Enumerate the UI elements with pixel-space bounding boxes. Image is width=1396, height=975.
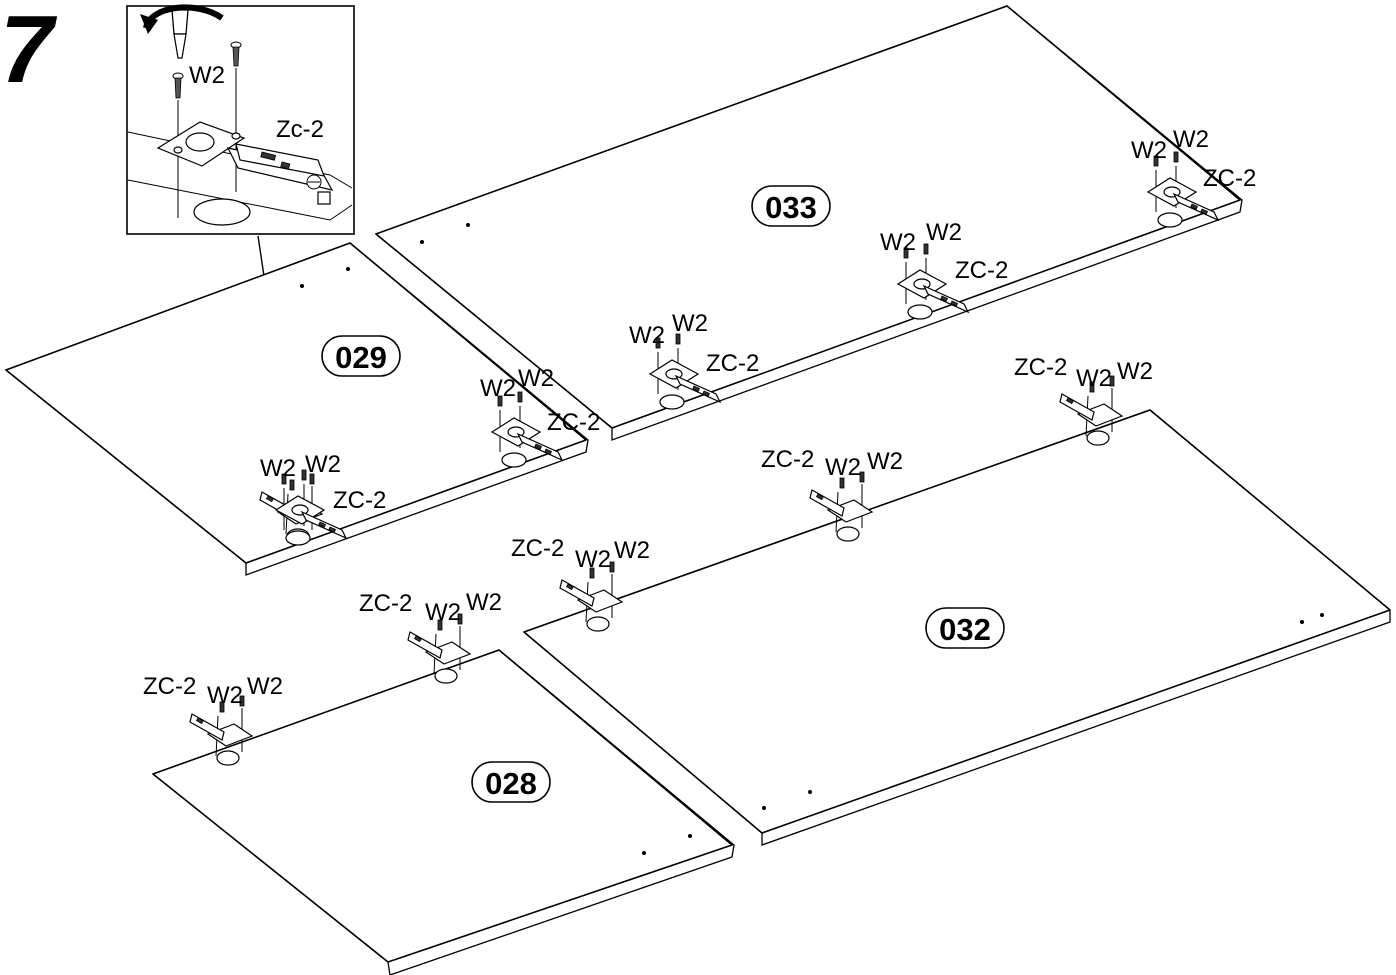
hinge-label: ZC-2 (511, 535, 564, 562)
screw-icon (172, 41, 242, 99)
screw-label: W2 (1117, 358, 1153, 385)
screw-label: W2 (466, 589, 502, 616)
hinge-label: ZC-2 (359, 590, 412, 617)
panel-id-033: 033 (765, 190, 817, 225)
detail-screw-label: W2 (189, 62, 225, 89)
screw-label: W2 (880, 229, 916, 256)
hinge-label: ZC-2 (706, 350, 759, 377)
screw-label: W2 (518, 365, 554, 392)
panel-id-028: 028 (485, 766, 537, 801)
hinge-label: ZC-2 (143, 673, 196, 700)
panel-id-029: 029 (335, 340, 387, 375)
step-number: 7 (0, 0, 58, 103)
panel-id-032: 032 (939, 612, 991, 647)
screw-label: W2 (480, 375, 516, 402)
hinge-label: ZC-2 (1014, 354, 1067, 381)
screw-label: W2 (305, 451, 341, 478)
panel-033: 033 W2 W2 ZC-2 W2 W2 ZC-2 W2 W2 ZC-2 (374, 5, 1256, 441)
screw-label: W2 (867, 448, 903, 475)
hinge-label: ZC-2 (761, 446, 814, 473)
screw-label: W2 (1173, 126, 1209, 153)
hinge-detail-icon (156, 121, 334, 205)
detail-inset: W2 Zc-2 (126, 4, 355, 235)
screw-label: W2 (575, 546, 611, 573)
panel-029: 029 W2 W2 ZC-2 W2 W2 ZC-2 (4, 242, 600, 576)
screw-label: W2 (629, 322, 665, 349)
screw-label: W2 (614, 537, 650, 564)
screwdriver-icon (140, 4, 224, 59)
screw-label: W2 (926, 219, 962, 246)
screw-label: W2 (425, 599, 461, 626)
detail-hinge-label: Zc-2 (276, 116, 324, 143)
hinge-label: ZC-2 (1203, 165, 1256, 192)
screw-label: W2 (207, 682, 243, 709)
panel-028: 028 ZC-2 W2 W2 ZC-2 W2 W2 (143, 589, 735, 975)
hinge-label: ZC-2 (333, 487, 386, 514)
hinge-label: ZC-2 (547, 409, 600, 436)
hinge-label: ZC-2 (955, 257, 1008, 284)
panel-032: 032 ZC-2 W2 W2 ZC-2 W2 W2 ZC-2 W2 W2 (511, 354, 1391, 846)
screw-label: W2 (1076, 365, 1112, 392)
screw-label: W2 (825, 454, 861, 481)
screw-label: W2 (260, 455, 296, 482)
screw-label: W2 (1131, 137, 1167, 164)
screw-label: W2 (247, 673, 283, 700)
cup-hole-icon (193, 198, 251, 226)
screw-label: W2 (672, 310, 708, 337)
